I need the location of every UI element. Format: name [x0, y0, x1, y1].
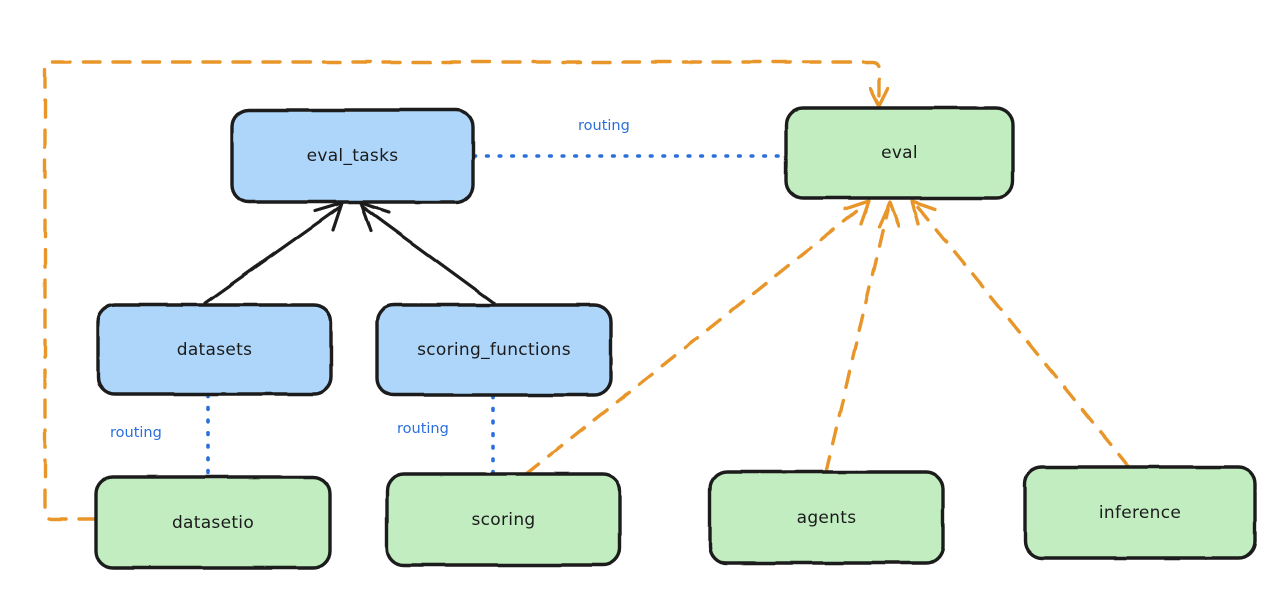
edge-label-routing-top: routing [578, 118, 630, 134]
edge-datasets-eval_tasks [203, 201, 344, 305]
node-eval_tasks[interactable] [230, 108, 475, 204]
nodes-layer [94, 106, 1257, 570]
edge-label-routing-scoring: routing [397, 421, 449, 437]
node-scoring[interactable] [385, 472, 622, 567]
edge-label-routing-datasets: routing [110, 425, 162, 441]
edge-scoring-eval [524, 199, 871, 476]
node-datasets[interactable] [96, 303, 333, 396]
node-eval[interactable] [784, 106, 1015, 200]
edge-inference-eval [910, 199, 1131, 469]
edges-layer [43, 60, 1131, 521]
node-inference[interactable] [1023, 465, 1257, 560]
node-agents[interactable] [708, 470, 945, 565]
edge-datasetio-eval [43, 60, 890, 521]
node-datasetio[interactable] [94, 475, 332, 570]
node-scoring_functions[interactable] [375, 303, 613, 397]
edge-agents-eval [824, 200, 901, 474]
edge-scoringfn-eval_tasks [359, 201, 496, 305]
